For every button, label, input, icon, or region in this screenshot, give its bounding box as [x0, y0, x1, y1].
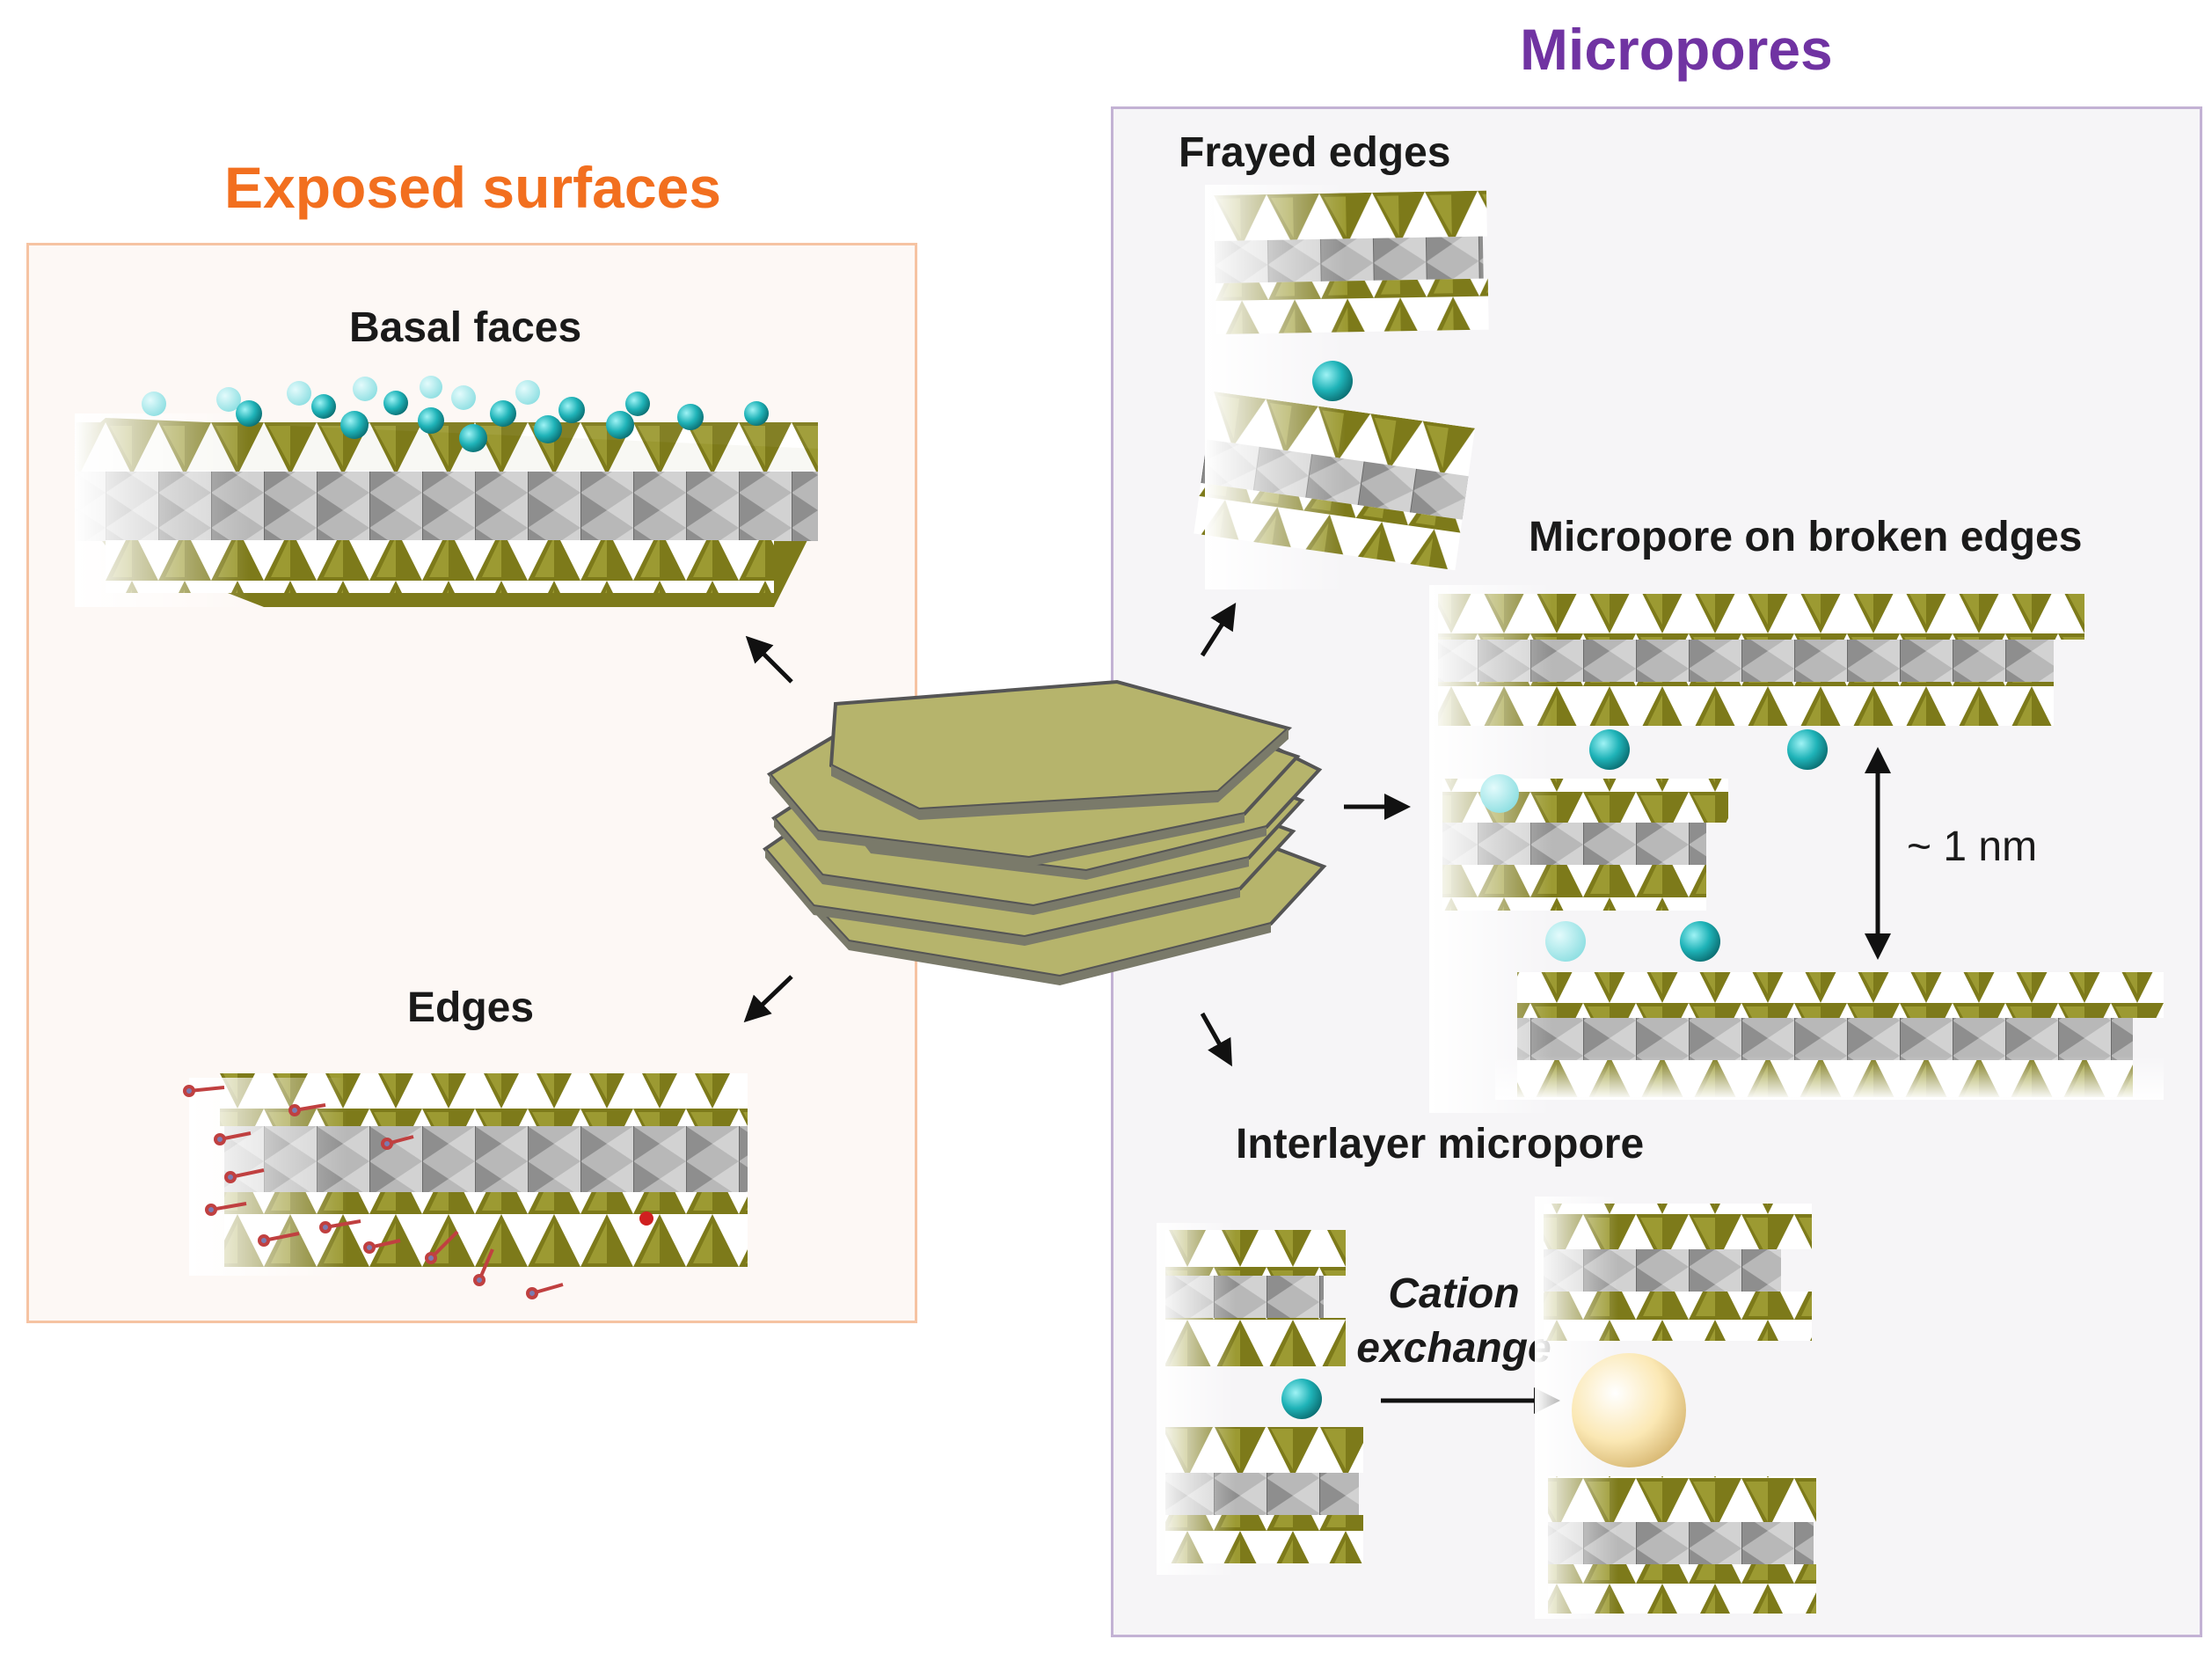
basal-cations: [142, 376, 769, 452]
basal-faces-structure: [75, 414, 818, 607]
cation-exchange-label: Cation exchange: [1356, 1270, 1551, 1372]
exposed-surfaces-title: Exposed surfaces: [224, 155, 721, 220]
frayed-edges-label: Frayed edges: [1179, 129, 1451, 176]
interlayer-micropore-structure: [1157, 1197, 1816, 1619]
edges-structure: [183, 1073, 748, 1299]
arrow-to-basal-faces: [745, 635, 793, 684]
stacked-clay-platelets: [763, 679, 1327, 985]
arrow-to-frayed-edges: [1200, 602, 1237, 657]
arrow-to-interlayer: [1200, 1012, 1232, 1067]
spacing-label: ~ 1 nm: [1907, 823, 2038, 870]
micropore-broken-edges-label: Micropore on broken edges: [1529, 514, 2083, 560]
interlayer-micropore-label: Interlayer micropore: [1236, 1121, 1645, 1167]
arrow-to-edges: [743, 975, 793, 1023]
edges-label: Edges: [407, 984, 535, 1031]
frayed-edges-structure: [1194, 185, 1489, 589]
micropores-title: Micropores: [1520, 17, 1833, 82]
basal-faces-label: Basal faces: [349, 304, 582, 351]
broken-edges-structure: [1429, 585, 2164, 1113]
